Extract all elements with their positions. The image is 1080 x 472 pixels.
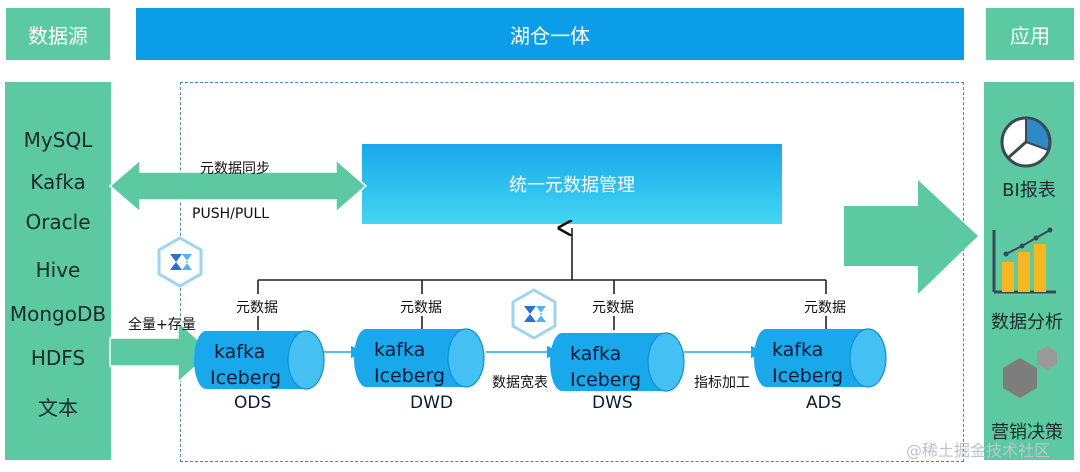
cylinder-ods xyxy=(194,330,325,390)
dws-layer-label: DWS xyxy=(592,393,633,413)
source-item: MongoDB xyxy=(9,302,107,326)
source-item: Hive xyxy=(35,258,81,282)
source-item: 文本 xyxy=(38,396,78,420)
push-pull-label: PUSH/PULL xyxy=(192,206,270,222)
cylinder-dwd xyxy=(354,328,485,388)
ads-layer-label: ADS xyxy=(806,393,842,413)
ods-kafka-label: kafka xyxy=(214,341,266,363)
source-item: Oracle xyxy=(25,210,91,234)
marketing-decision-label: 营销决策 xyxy=(991,422,1063,443)
app-header-label: 应用 xyxy=(1010,23,1050,48)
metadata-management-label: 统一元数据管理 xyxy=(509,175,635,196)
ads-kafka-label: kafka xyxy=(772,339,824,361)
wide-table-label: 数据宽表 xyxy=(492,375,548,391)
layer-metadata-label: 元数据 xyxy=(804,300,846,316)
cylinder-dws xyxy=(550,332,685,392)
ingest-label: 全量+存量 xyxy=(128,317,196,333)
layer-metadata-label: 元数据 xyxy=(400,300,442,316)
ads-iceberg-label: Iceberg xyxy=(772,365,844,387)
metadata-sync-label: 元数据同步 xyxy=(200,161,270,177)
dwd-kafka-label: kafka xyxy=(374,339,426,361)
source-panel: MySQL Kafka Oracle Hive MongoDB HDFS 文本 xyxy=(5,82,111,460)
metadata-tree xyxy=(257,228,827,330)
layer-metadata-label: 元数据 xyxy=(592,300,634,316)
source-header-label: 数据源 xyxy=(28,23,88,48)
watermark-text: @稀土掘金技术社区 xyxy=(906,441,1051,460)
output-arrow xyxy=(844,180,978,294)
source-item: HDFS xyxy=(30,346,86,370)
metadata-sync-arrow xyxy=(108,158,368,214)
iceberg-logo-icon xyxy=(511,288,557,340)
dwd-iceberg-label: Iceberg xyxy=(374,365,446,387)
cylinder-ads xyxy=(754,328,887,388)
source-item: Kafka xyxy=(30,170,86,194)
bar-chart-icon xyxy=(992,227,1056,294)
hexagon-cluster-icon xyxy=(1003,346,1057,398)
lakehouse-header-label: 湖仓一体 xyxy=(510,23,590,48)
metadata-management-box: 统一元数据管理 xyxy=(362,144,782,224)
bi-report-label: BI报表 xyxy=(1002,180,1056,201)
data-analysis-label: 数据分析 xyxy=(991,312,1063,333)
source-item: MySQL xyxy=(23,128,93,152)
pie-chart-icon xyxy=(1000,116,1052,168)
app-header: 应用 xyxy=(986,8,1074,60)
ods-layer-label: ODS xyxy=(234,393,272,413)
indicator-label: 指标加工 xyxy=(694,375,750,391)
dws-kafka-label: kafka xyxy=(570,343,622,365)
lakehouse-header: 湖仓一体 xyxy=(136,8,964,60)
layer-metadata-label: 元数据 xyxy=(236,300,278,316)
source-header: 数据源 xyxy=(6,8,110,60)
dwd-layer-label: DWD xyxy=(410,393,453,413)
dws-iceberg-label: Iceberg xyxy=(570,369,642,391)
iceberg-logo-icon xyxy=(157,236,203,288)
ods-iceberg-label: Iceberg xyxy=(210,367,282,389)
